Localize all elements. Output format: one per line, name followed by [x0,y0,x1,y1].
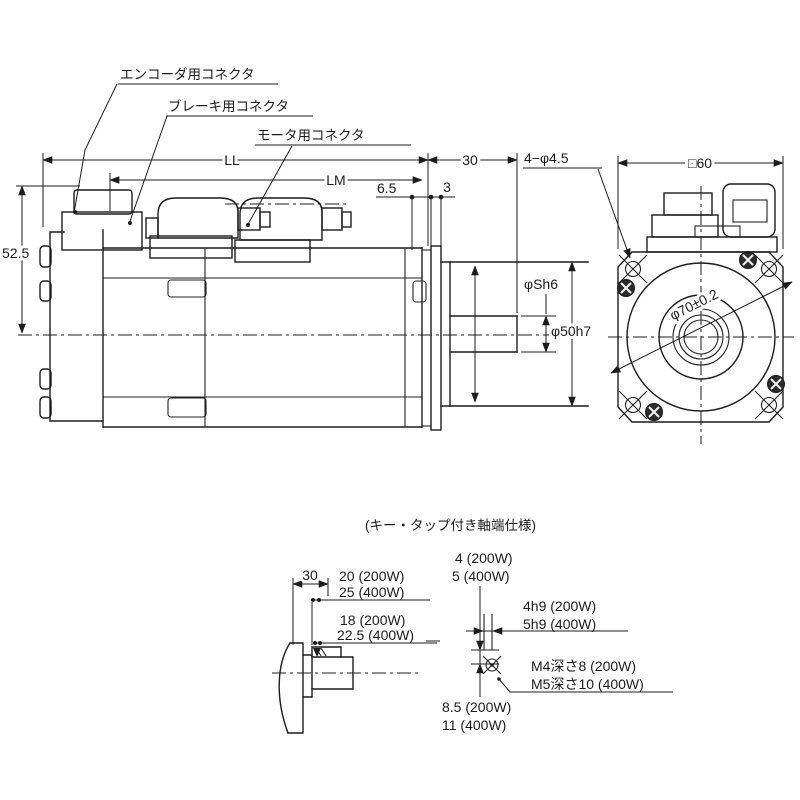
mounting-holes [618,254,784,420]
encoder-connector [61,189,143,251]
dim-shaft-length: 30 [462,152,478,168]
bolt-circle-dim-line [610,281,793,374]
dim-tap-200: M4深さ8 (200W) [531,658,636,674]
brake-connector-label: ブレーキ用コネクタ [168,98,289,114]
dim-ll: LL [224,152,240,168]
dim-bolt-circle: φ70±0.2 [667,286,721,324]
shaft-side-profile [272,642,420,734]
front-connectors [646,183,778,253]
brake-leader-line [128,115,168,225]
dim-flat-200: 8.5 (200W) [442,699,511,715]
shaft-side-dims: 30 20 (200W) 25 (400W) 18 (200W) 22.5 (4… [292,564,437,645]
encoder-leader-line [73,83,118,214]
dim-key-h-400: 5 (400W) [452,568,510,584]
dim-pilot-dia: φ50h7 [551,323,591,339]
motor-connector-label: モータ用コネクタ [257,128,364,143]
dim-6-5: 6.5 [377,180,397,196]
side-view [18,189,592,431]
dim-key-h-200: 4 (200W) [455,550,513,566]
shaft-end-detail: (キー・タップ付き軸端仕様) 30 20 (200W) 25 (400W) [272,518,673,734]
dim-mounting-holes: 4−φ4.5 [524,150,569,166]
dim-key-w-400: 5h9 (400W) [523,616,596,632]
shaft-end-heading: (キー・タップ付き軸端仕様) [365,518,536,533]
dim-52-5: 52.5 [2,245,29,261]
motor-body [102,247,431,428]
brake-connector [145,197,271,259]
flange-and-shaft [430,245,589,431]
dim-key-w-200: 4h9 (200W) [523,598,596,614]
dim-keyway-len-400: 22.5 (400W) [337,627,414,643]
dim-key-len-200: 20 (200W) [339,568,404,584]
connector-callouts: エンコーダ用コネクタ ブレーキ用コネクタ モータ用コネクタ [73,67,411,227]
encoder-connector-label: エンコーダ用コネクタ [120,67,254,82]
encoder-cover [39,229,104,428]
tap-hole-symbol [482,655,502,675]
dim-keyway-len-200: 18 (200W) [340,612,405,628]
dim-tap-400: M5深さ10 (400W) [531,676,644,692]
tap-leader [498,678,673,693]
dim-3: 3 [443,179,451,195]
dim-flat-400: 11 (400W) [442,717,506,733]
dim-shaft-dia: φSh6 [524,276,558,292]
dim-flange-size: □60 [688,155,712,171]
dim-key-len-400: 25 (400W) [339,584,404,600]
mounting-hole-leader [597,168,631,259]
motor-connector [225,197,352,263]
dim-shaft-30: 30 [302,567,318,583]
key-cross-section: 4 (200W) 5 (400W) 4h9 (200W) 5h9 (400W) [426,550,673,733]
dim-lm: LM [326,172,345,188]
side-view-dimensions: LL 30 LM 6.5 3 52.5 φSh6 φ50h7 [0,149,594,407]
front-view [608,183,794,444]
